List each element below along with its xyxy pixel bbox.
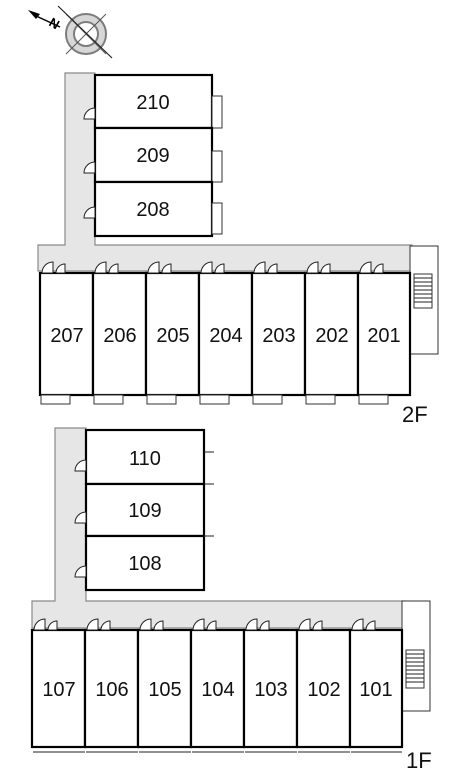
floor-1f: 110 109 108 107 106 [30,427,432,773]
room-label: 202 [315,325,348,347]
room-label: 206 [103,325,136,347]
unit-south-1f-5: 102 [295,618,352,753]
compass-letter: N [47,15,63,33]
room-label: 109 [128,500,161,522]
unit-north-2f-2: 208 [83,180,223,238]
room-label: 210 [136,92,169,114]
room-label: 108 [128,553,161,575]
room-label: 203 [262,325,295,347]
unit-south-2f-2: 205 [144,261,201,405]
floor-2f: 210 209 208 207 206 [37,72,439,427]
unit-south-2f-6: 201 [356,261,412,405]
unit-south-2f-4: 203 [250,261,307,405]
floor-label-2f: 2F [402,402,428,427]
room-label: 102 [307,679,340,701]
unit-south-1f-3: 104 [189,618,246,753]
unit-south-2f-1: 206 [91,261,148,405]
room-label: 201 [367,325,400,347]
stairs-2f [413,273,433,309]
room-label: 110 [129,448,161,470]
unit-north-2f-0: 210 [83,73,223,130]
room-label: 208 [136,199,169,221]
unit-north-1f-1: 109 [74,482,214,538]
unit-north-2f-1: 209 [83,126,223,184]
room-label: 209 [136,145,169,167]
unit-south-1f-2: 105 [136,618,193,753]
room-label: 107 [42,679,75,701]
unit-south-1f-0: 107 [30,618,87,753]
stairs-1f [405,649,425,689]
unit-south-2f-3: 204 [197,261,254,405]
floor-label-1f: 1F [406,748,432,773]
room-label: 205 [156,325,189,347]
unit-north-1f-2: 108 [74,534,214,592]
room-label: 104 [201,679,234,701]
room-label: 207 [50,325,83,347]
compass-icon: N [28,5,113,59]
unit-south-2f-5: 202 [303,261,360,405]
unit-south-1f-6: 101 [348,618,404,753]
unit-south-1f-1: 106 [83,618,140,753]
room-label: 106 [95,679,128,701]
unit-south-1f-4: 103 [242,618,299,753]
unit-south-2f-0: 207 [38,261,95,405]
room-label: 105 [148,679,181,701]
room-label: 204 [209,325,242,347]
room-label: 101 [359,679,392,701]
unit-north-1f-0: 110 [74,428,214,486]
room-label: 103 [254,679,287,701]
